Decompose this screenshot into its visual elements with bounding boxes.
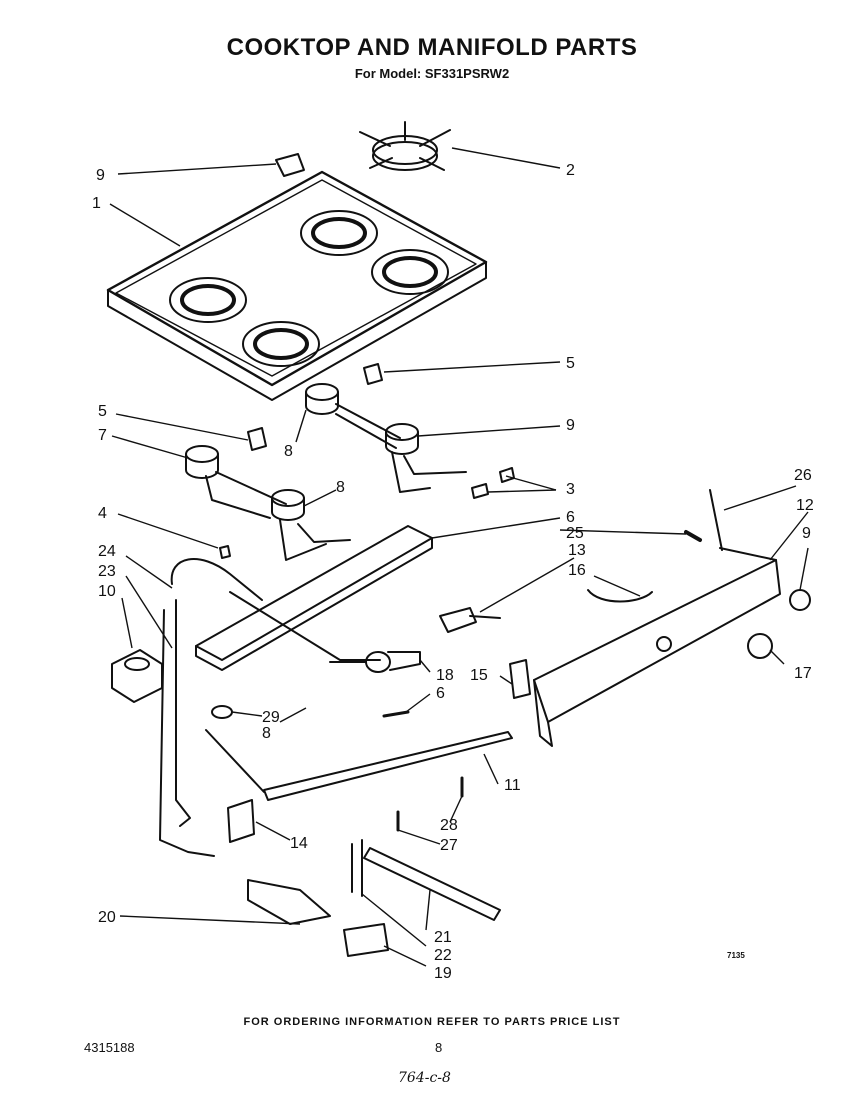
callout-17: 14 bbox=[290, 835, 308, 852]
callout-31: 28 bbox=[440, 817, 458, 834]
callout-2: 2 bbox=[566, 162, 575, 179]
callout-13: 10 bbox=[98, 583, 116, 600]
callout-11: 9 bbox=[802, 525, 811, 542]
callout-8-left: 7 bbox=[98, 427, 107, 444]
callout-15: 12 bbox=[796, 497, 814, 514]
callout-19: 16 bbox=[568, 562, 586, 579]
callout-26: 23 bbox=[98, 563, 116, 580]
plate-17 bbox=[227, 799, 255, 843]
model-subtitle: For Model: SF331PSRW2 bbox=[354, 66, 510, 81]
callout-3: 3 bbox=[566, 481, 575, 498]
callout-7: 6 bbox=[566, 509, 575, 526]
document-number: 4315188 bbox=[84, 1040, 135, 1055]
leader-lines bbox=[109, 147, 809, 967]
callout-5-right: 5 bbox=[566, 355, 575, 372]
igniter-23 bbox=[247, 879, 331, 925]
callout-1: 1 bbox=[92, 195, 101, 212]
burner-support-bracket bbox=[195, 525, 433, 671]
bracket-5-right bbox=[363, 363, 383, 385]
callout-9-right: 9 bbox=[566, 417, 575, 434]
callout-labels: 9 1 2 5 5 7 8 9 8 3 4 6 26 12 9 25 13 16… bbox=[92, 162, 814, 982]
figure-code: 7135 bbox=[727, 951, 745, 960]
callout-6: 6 bbox=[436, 685, 445, 702]
oven-valve-22 bbox=[343, 923, 389, 957]
bracket-18 bbox=[509, 659, 531, 699]
callout-29: 26 bbox=[794, 467, 812, 484]
callout-25: 22 bbox=[434, 947, 452, 964]
callout-22: 19 bbox=[434, 965, 452, 982]
bracket-5-left bbox=[247, 427, 267, 451]
callout-21: 18 bbox=[436, 667, 454, 684]
callout-30: 27 bbox=[440, 837, 458, 854]
callout-4: 4 bbox=[98, 505, 107, 522]
callout-32: 29 bbox=[262, 709, 280, 726]
callout-12: 9 bbox=[96, 167, 105, 184]
screw-28 bbox=[684, 530, 702, 542]
burner-grate bbox=[359, 121, 451, 171]
manifold-pipe bbox=[205, 729, 513, 801]
spacer-32 bbox=[211, 705, 233, 719]
cooktop-panel bbox=[106, 170, 488, 401]
callout-16: 13 bbox=[568, 542, 586, 559]
callout-27: 24 bbox=[98, 543, 116, 560]
exploded-parts-diagram: 9 1 2 5 5 7 8 9 8 3 4 6 26 12 9 25 13 16… bbox=[92, 121, 814, 982]
pressure-regulator bbox=[111, 649, 163, 703]
callout-9-left: 8 bbox=[336, 479, 345, 496]
burner-assembly-left bbox=[185, 445, 351, 561]
knob-20 bbox=[747, 633, 773, 659]
callout-14: 11 bbox=[504, 777, 521, 794]
ordering-note: FOR ORDERING INFORMATION REFER TO PARTS … bbox=[243, 1016, 621, 1028]
callout-8-right: 8 bbox=[284, 443, 293, 460]
callout-24: 21 bbox=[434, 929, 452, 946]
nut-4 bbox=[219, 545, 231, 559]
fitting-6 bbox=[382, 710, 410, 718]
knob-11 bbox=[789, 589, 811, 611]
rod-29 bbox=[709, 489, 723, 551]
page-title: COOKTOP AND MANIFOLD PARTS bbox=[226, 34, 638, 61]
page-number: 8 bbox=[435, 1040, 443, 1055]
oven-burner bbox=[351, 839, 501, 921]
callout-10: 8 bbox=[262, 725, 271, 742]
clip-12 bbox=[275, 153, 305, 177]
orifice-hoods bbox=[471, 467, 515, 499]
callout-18: 15 bbox=[470, 667, 488, 684]
callout-23: 20 bbox=[98, 909, 116, 926]
callout-20: 17 bbox=[794, 665, 812, 682]
callout-28: 25 bbox=[566, 525, 584, 542]
burner-assembly-right bbox=[305, 383, 467, 493]
valve-fitting-16 bbox=[439, 607, 501, 633]
wire-harness-19 bbox=[587, 589, 653, 603]
burner-valve bbox=[329, 651, 421, 673]
manifold-panel bbox=[533, 547, 781, 747]
callout-5-left: 5 bbox=[98, 403, 107, 420]
handwritten-note: 764-c-8 bbox=[398, 1070, 451, 1086]
